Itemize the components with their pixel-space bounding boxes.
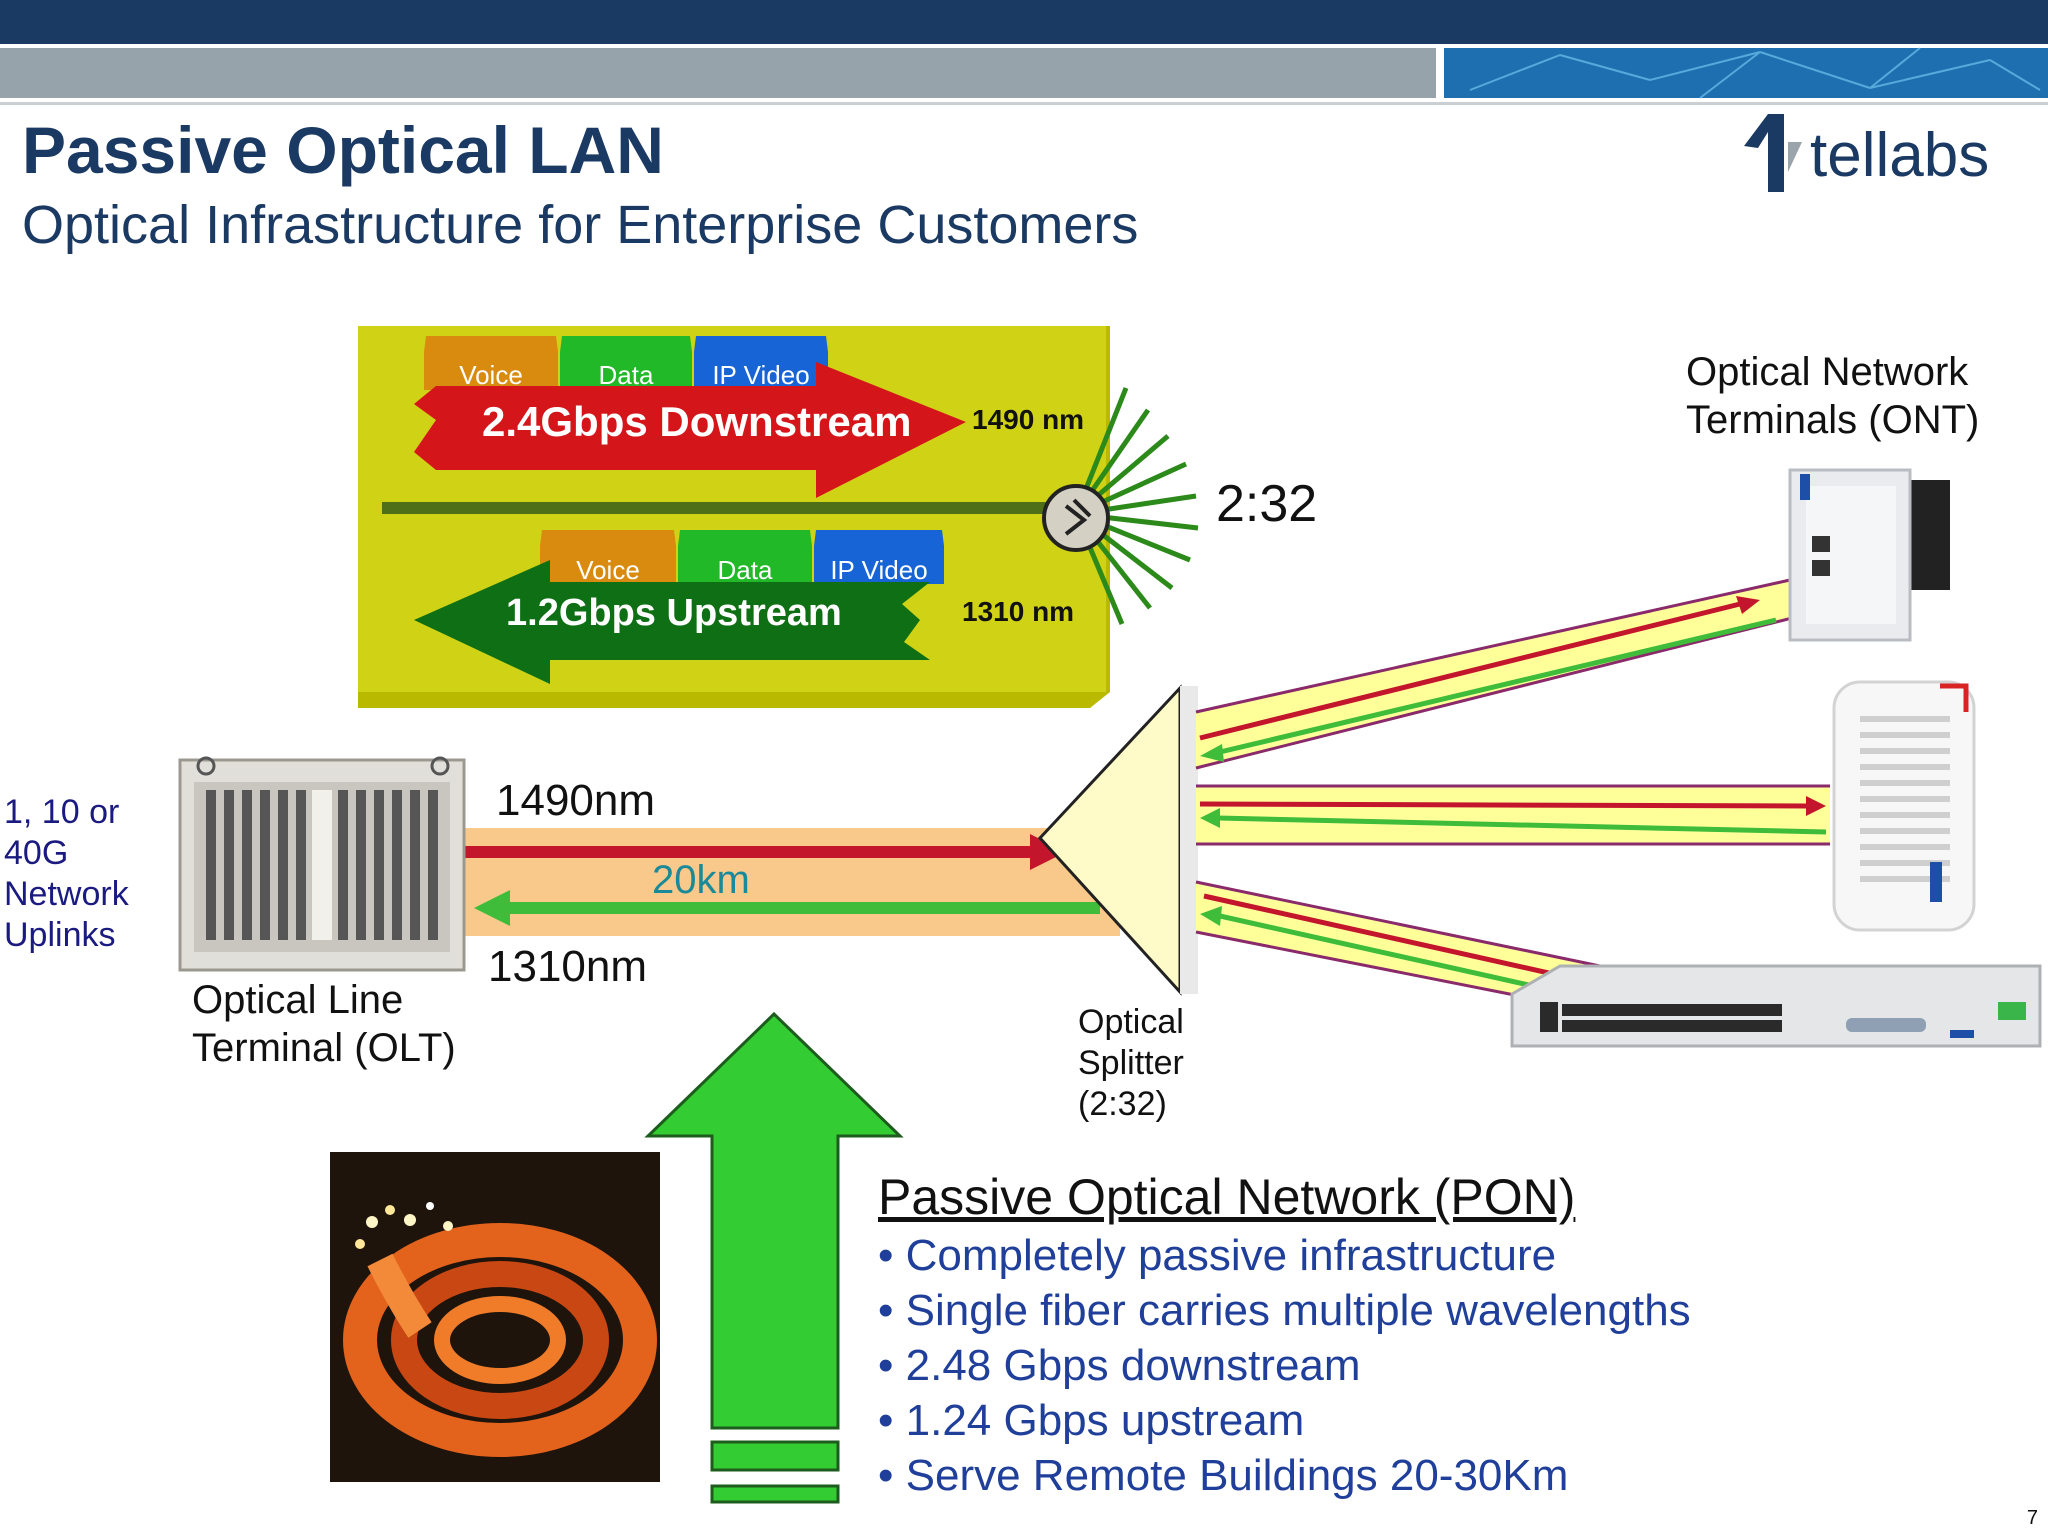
olt-label: Optical Line Terminal (OLT) <box>192 976 456 1072</box>
splitter-label-line-1: Optical <box>1078 1003 1184 1041</box>
pon-bullet: • 2.48 Gbps downstream <box>878 1341 1361 1390</box>
highlight-arrow <box>644 1011 904 1430</box>
upstream-arrow <box>414 560 930 684</box>
pon-bullet: • Serve Remote Buildings 20-30Km <box>878 1451 1569 1500</box>
header-bars <box>0 0 2048 105</box>
ont-wall-unit <box>1788 468 1950 642</box>
downstream-arrow <box>414 362 966 498</box>
upstream-label: 1.2Gbps Upstream <box>506 592 842 634</box>
olt-label-line-1: Optical Line <box>192 978 404 1022</box>
olt-label-line-2: Terminal (OLT) <box>192 1026 456 1070</box>
tellabs-logo-icon <box>1744 114 1802 192</box>
fiber-line <box>382 502 1072 514</box>
upstream-fiber-head <box>474 890 510 926</box>
ont-label-line-2: Terminals (ONT) <box>1686 398 1980 442</box>
downstream-tab-ip-video: IP Video <box>712 360 810 390</box>
highlight-arrow-bar-2 <box>710 1484 840 1504</box>
page-number: 7 <box>2026 1507 2038 1529</box>
fiber-up-label: 1310nm <box>488 942 648 991</box>
split-ratio-label: 2:32 <box>1216 475 1318 533</box>
ont-label: Optical Network Terminals (ONT) <box>1686 348 1979 444</box>
ont-link-middle <box>1196 784 1830 846</box>
uplinks-label: 1, 10 or 40G Network Uplinks <box>4 792 129 956</box>
pon-bullet: • Completely passive infrastructure <box>878 1231 1557 1280</box>
upstream-tab-ip-video: IP Video <box>830 555 928 585</box>
tellabs-logo: tellabs <box>1738 112 2038 198</box>
splitter-label-line-2: Splitter <box>1078 1044 1184 1082</box>
downstream-wavelength: 1490 nm <box>972 404 1085 435</box>
upstream-wavelength: 1310 nm <box>962 596 1075 627</box>
ont-link-bottom <box>1195 880 1601 1002</box>
downstream-channel-tabs <box>424 336 828 390</box>
pon-bullet: • 1.24 Gbps upstream <box>878 1396 1305 1445</box>
pon-bullet-list: • Completely passive infrastructure • Si… <box>878 1228 1691 1503</box>
page-title: Passive Optical LAN <box>22 113 664 187</box>
splitter-node <box>1042 484 1110 552</box>
fiber-band <box>462 828 1120 936</box>
page-subtitle: Optical Infrastructure for Enterprise Cu… <box>22 195 1139 255</box>
upstream-channel-tabs <box>540 530 944 584</box>
downstream-label: 2.4Gbps Downstream <box>482 398 912 445</box>
ont-rack-unit <box>1510 964 2042 1048</box>
upstream-tab-voice: Voice <box>576 555 640 585</box>
pon-title: Passive Optical Network (PON) <box>878 1169 1576 1225</box>
pon-bullet: • Single fiber carries multiple waveleng… <box>878 1286 1691 1335</box>
optical-splitter-edge <box>1180 686 1198 994</box>
uplinks-label-line-4: Uplinks <box>4 916 116 954</box>
splitter-label: Optical Splitter (2:32) <box>1078 1002 1184 1125</box>
ont-desktop-unit <box>1832 680 1976 932</box>
uplinks-label-line-1: 1, 10 or <box>4 793 120 831</box>
olt-chassis <box>178 756 466 972</box>
ont-link-top <box>1195 578 1801 770</box>
uplinks-label-line-3: Network <box>4 875 129 913</box>
fiber-distance-label: 20km <box>652 858 750 902</box>
ont-label-line-1: Optical Network <box>1686 350 1969 394</box>
tellabs-logo-text: tellabs <box>1810 121 1990 190</box>
upstream-tab-data: Data <box>717 555 773 585</box>
downstream-tab-data: Data <box>598 360 654 390</box>
downstream-fiber-head <box>1030 834 1066 870</box>
fiber-optic-photo <box>330 1152 660 1482</box>
uplinks-label-line-2: 40G <box>4 834 69 872</box>
downstream-tab-voice: Voice <box>459 360 523 390</box>
splitter-node-icon <box>1064 498 1092 536</box>
highlight-arrow-bar-1 <box>710 1440 840 1472</box>
splitter-label-line-3: (2:32) <box>1078 1085 1167 1123</box>
fiber-down-label: 1490nm <box>496 776 656 825</box>
optical-splitter <box>1037 684 1182 996</box>
